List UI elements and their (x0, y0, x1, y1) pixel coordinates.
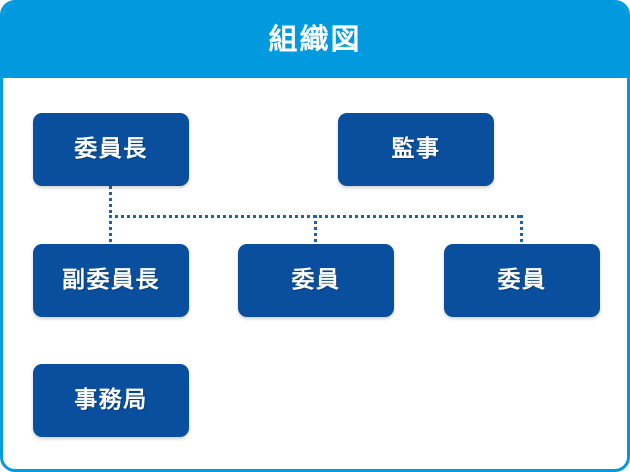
node-secretariat-label: 事務局 (74, 387, 148, 413)
connector-drop-member-1 (314, 215, 317, 245)
node-chairperson[interactable]: 委員長 (33, 113, 189, 186)
node-member-2[interactable]: 委員 (444, 244, 600, 317)
node-member-1-label: 委員 (291, 267, 341, 293)
node-vice-chairperson-label: 副委員長 (62, 267, 160, 293)
connector-drop-member-2 (520, 215, 523, 245)
connector-chairperson-stem (109, 186, 112, 218)
node-auditor[interactable]: 監事 (338, 113, 494, 186)
connector-drop-vice-chairperson (109, 215, 112, 245)
node-secretariat[interactable]: 事務局 (33, 364, 189, 437)
node-auditor-label: 監事 (391, 136, 441, 162)
node-member-2-label: 委員 (497, 267, 547, 293)
chart-canvas: 委員長 監事 副委員長 委員 委員 事務局 (3, 78, 627, 469)
page-title: 組織図 (268, 21, 362, 56)
chart-header: 組織図 (3, 3, 627, 78)
node-member-1[interactable]: 委員 (238, 244, 394, 317)
node-vice-chairperson[interactable]: 副委員長 (33, 244, 189, 317)
node-chairperson-label: 委員長 (74, 136, 148, 162)
